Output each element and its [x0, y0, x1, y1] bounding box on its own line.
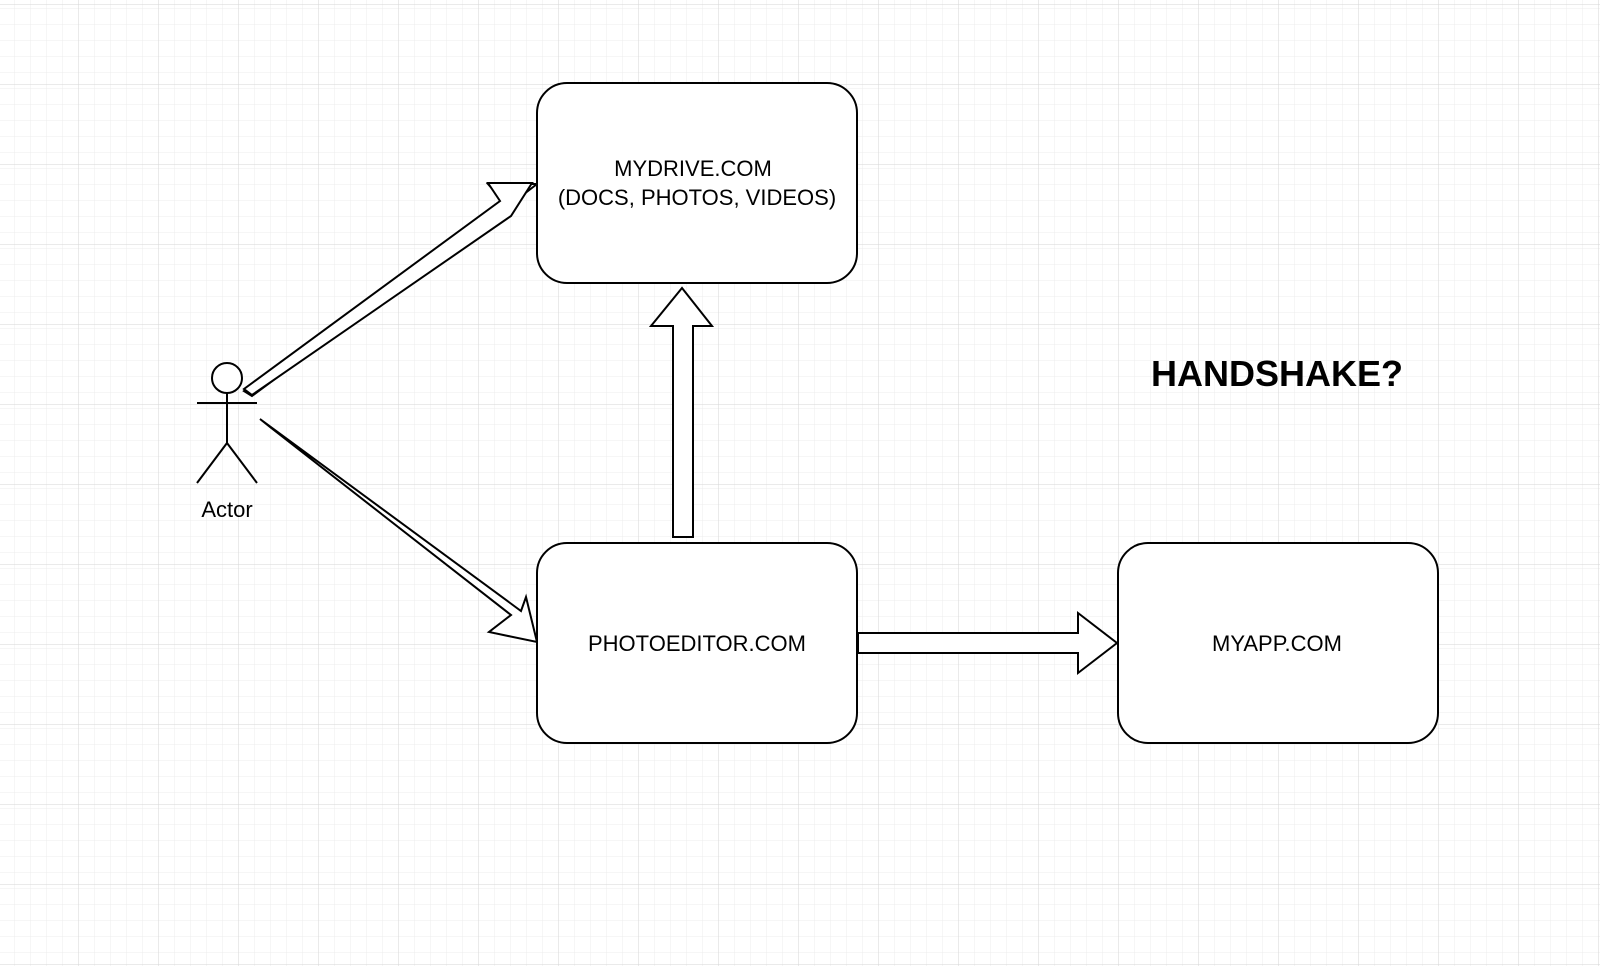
- node-mydrive-label-line2: (DOCS, PHOTOS, VIDEOS): [558, 185, 836, 210]
- arrow-photoeditor-to-myapp[interactable]: [857, 610, 1119, 676]
- node-myapp-label: MYAPP.COM: [1212, 631, 1342, 656]
- actor[interactable]: Actor: [196, 362, 258, 522]
- node-myapp-box[interactable]: [1117, 542, 1439, 744]
- actor-left-leg: [196, 442, 228, 484]
- actor-label: Actor: [201, 497, 252, 522]
- node-photoeditor-label: PHOTOEDITOR.COM: [588, 631, 806, 656]
- node-mydrive-label-line1: MYDRIVE.COM: [614, 156, 772, 181]
- arrow-actor-to-photoeditor[interactable]: [259, 418, 539, 644]
- node-photoeditor[interactable]: PHOTOEDITOR.COM: [536, 542, 858, 744]
- handshake-annotation: HANDSHAKE?: [1151, 353, 1403, 394]
- arrow-actor-to-mydrive-shaft[interactable]: [242, 182, 534, 397]
- arrow-photoeditor-to-mydrive[interactable]: [648, 286, 715, 538]
- actor-head-icon: [211, 362, 243, 394]
- actor-right-leg: [226, 442, 258, 484]
- node-mydrive[interactable]: MYDRIVE.COM (DOCS, PHOTOS, VIDEOS): [536, 82, 858, 284]
- node-myapp[interactable]: MYAPP.COM: [1117, 542, 1439, 744]
- node-photoeditor-box[interactable]: [536, 542, 858, 744]
- node-mydrive-box[interactable]: [536, 82, 858, 284]
